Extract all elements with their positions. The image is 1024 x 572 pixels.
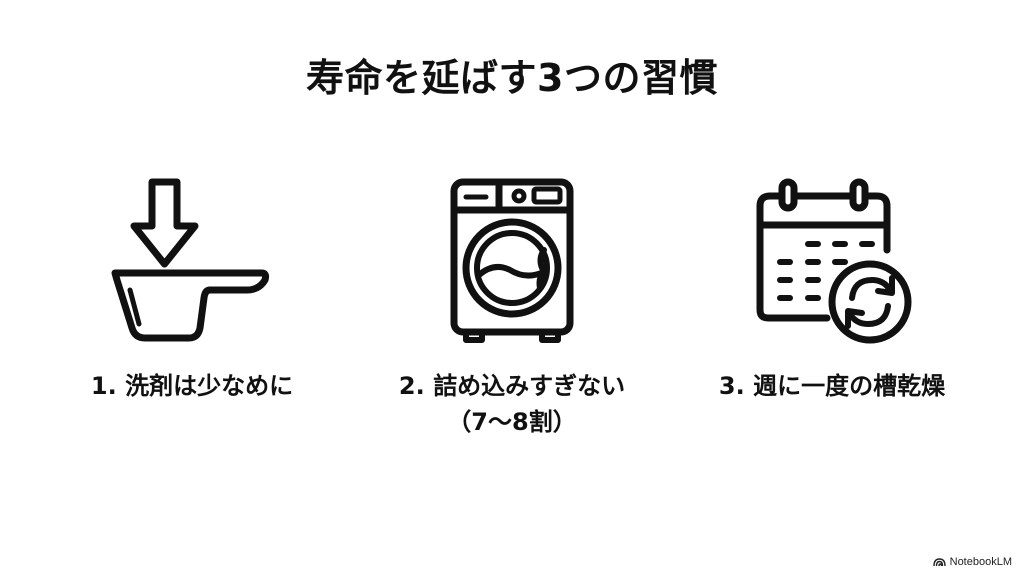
detergent-scoop-arrow-icon bbox=[32, 170, 352, 350]
habit-item-2: 2. 詰め込みすぎない （7〜8割） bbox=[352, 170, 672, 440]
habit-item-1: 1. 洗剤は少なめに bbox=[32, 170, 352, 404]
habit-label-1: 1. 洗剤は少なめに bbox=[90, 372, 294, 400]
slide-title: 寿命を延ばす3つの習慣 bbox=[306, 56, 718, 100]
notebooklm-logo-icon bbox=[932, 558, 946, 567]
calendar-refresh-icon bbox=[672, 170, 992, 350]
habit-sublabel-2: （7〜8割） bbox=[447, 408, 577, 436]
notebooklm-watermark: NotebookLM bbox=[932, 556, 1012, 568]
washing-machine-icon bbox=[352, 170, 672, 350]
habit-label-3: 3. 週に一度の槽乾燥 bbox=[718, 372, 946, 400]
habit-label-2: 2. 詰め込みすぎない bbox=[398, 372, 626, 400]
habit-item-3: 3. 週に一度の槽乾燥 bbox=[672, 170, 992, 404]
watermark-label: NotebookLM bbox=[949, 556, 1012, 568]
